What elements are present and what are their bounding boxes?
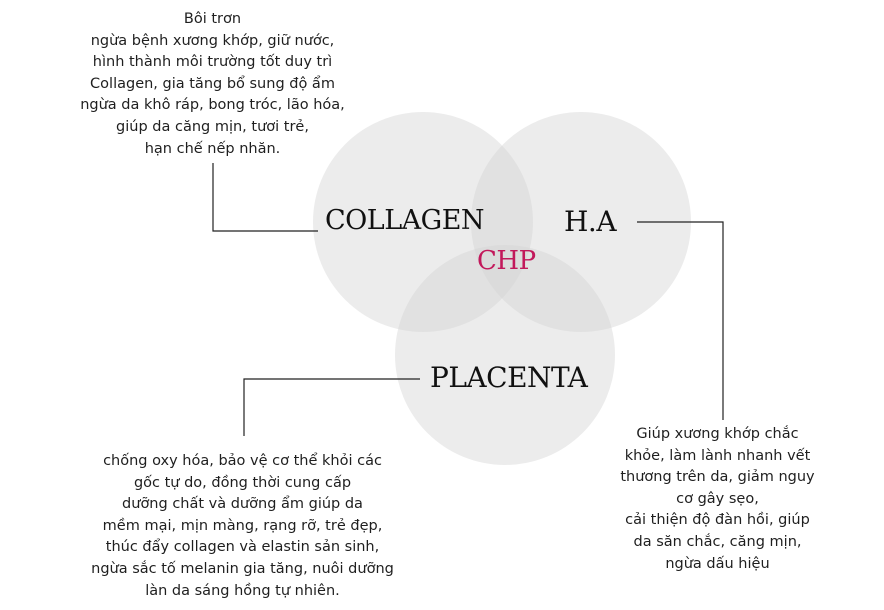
placenta-connector-line — [243, 378, 420, 436]
placenta-label: PLACENTA — [430, 361, 588, 394]
collagen-description: Bôi trơn ngừa bệnh xương khớp, giữ nước,… — [80, 11, 345, 157]
placenta-description: chống oxy hóa, bảo vệ cơ thể khỏi các gố… — [91, 453, 394, 599]
collagen-circle — [313, 112, 533, 332]
placenta-circle — [395, 245, 615, 465]
ha-label: H.A — [564, 205, 617, 238]
center-label: CHP — [477, 246, 536, 276]
ha-description: Giúp xương khớp chắc khỏe, làm lành nhan… — [620, 426, 815, 572]
collagen-connector-line — [212, 163, 318, 232]
ha-circle — [471, 112, 691, 332]
ha-connector-line — [637, 221, 724, 420]
collagen-label: COLLAGEN — [325, 205, 485, 236]
